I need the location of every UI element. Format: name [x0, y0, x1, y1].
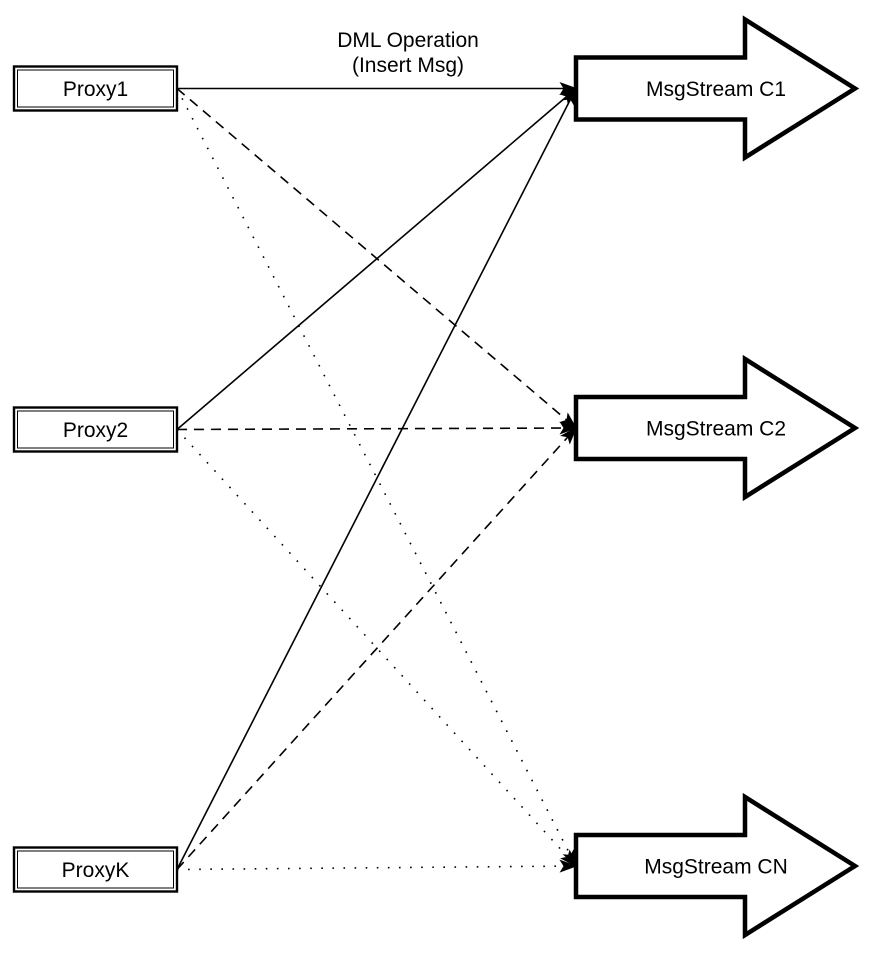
stream-nodes: [573, 15, 860, 940]
proxy1-box: [12, 65, 179, 112]
msgstream-c1-label: MsgStream C1: [646, 78, 786, 101]
edge-proxyk-to-msgstream-cn: [176, 859, 578, 873]
proxy-nodes: [12, 65, 179, 893]
proxy2-box-inner-border: [17, 410, 174, 449]
edge-proxy2-to-msgstream-c2: [176, 421, 578, 435]
proxyk-node: [12, 846, 179, 893]
proxy2-box: [12, 406, 179, 453]
proxy1-box-inner-border: [17, 69, 174, 108]
edge-proxy2-to-msgstream-c1: [176, 87, 578, 431]
proxyk-box-inner-border: [17, 850, 174, 889]
annotation-line1: DML Operation: [337, 29, 479, 52]
msgstream-c2-arrow-icon: [573, 354, 860, 502]
annotation-line2: (Insert Msg): [352, 54, 464, 77]
proxy2-node: [12, 406, 179, 453]
proxy1-label: Proxy1: [63, 78, 128, 101]
edges-layer: [176, 82, 578, 873]
proxyk-box: [12, 846, 179, 893]
proxy1-node: [12, 65, 179, 112]
msgstream-cn-label: MsgStream CN: [644, 856, 788, 879]
msgstream-c2-label: MsgStream C2: [646, 418, 786, 441]
edge-proxyk-to-msgstream-c2: [176, 426, 578, 871]
edge-proxy1-to-msgstream-cn: [176, 88, 577, 868]
proxyk-label: ProxyK: [62, 859, 130, 882]
labels: DML Operation (Insert Msg) Proxy1 Proxy2…: [62, 29, 788, 882]
msgstream-cn-arrow-icon: [573, 792, 860, 940]
msgstream-c1-arrow-icon: [573, 15, 860, 162]
edge-proxyk-to-msgstream-c1: [176, 87, 577, 870]
proxy2-label: Proxy2: [63, 419, 128, 442]
